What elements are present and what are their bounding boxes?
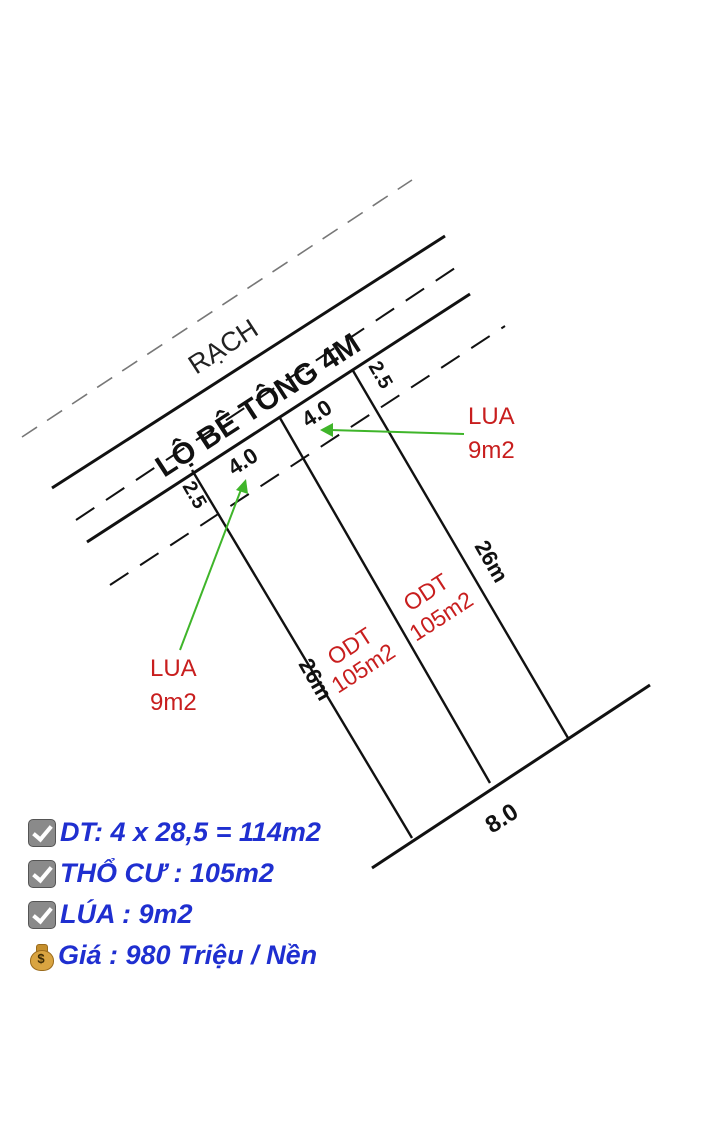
plot-left-boundary: [190, 469, 414, 839]
canal-label: RẠCH: [183, 313, 264, 380]
lua-left-area: 9m2: [150, 689, 197, 716]
road-center-dash-upper: [75, 267, 456, 521]
arrow-left-lua: [179, 479, 248, 651]
check-icon: [28, 818, 56, 847]
info-area-text: DT: 4 x 28,5 = 114m2: [60, 817, 321, 847]
lua-right-area: 9m2: [468, 437, 515, 464]
check-icon: [28, 859, 56, 888]
width-left-label: 4.0: [223, 443, 262, 481]
info-rice-text: LÚA : 9m2: [60, 899, 193, 929]
road-edge-line: [86, 292, 471, 544]
arrow-right-lua: [320, 423, 465, 437]
canal-edge-line: [21, 179, 413, 438]
plot-rear-boundary: [371, 683, 651, 870]
road-top-line: [51, 234, 446, 490]
info-row-area: DT: 4 x 28,5 = 114m2: [28, 812, 548, 853]
info-row-rice: LÚA : 9m2: [28, 894, 548, 935]
info-residential-text: THỔ CƯ : 105m2: [60, 858, 274, 888]
listing-info: DT: 4 x 28,5 = 114m2 THỔ CƯ : 105m2 LÚA …: [28, 812, 548, 976]
setback-right-label: 2.5: [364, 358, 397, 393]
info-price-text: Giá : 980 Triệu / Nền: [58, 940, 318, 970]
setback-left-label: 2.5: [178, 478, 211, 513]
plot-right-boundary: [350, 368, 570, 739]
setback-dash-line: [109, 325, 506, 586]
lua-right-type: LUA: [468, 403, 515, 430]
info-row-residential: THỔ CƯ : 105m2: [28, 853, 548, 894]
check-icon: [28, 900, 56, 929]
lua-left-type: LUA: [150, 655, 197, 682]
info-row-price: $ Giá : 980 Triệu / Nền: [28, 935, 548, 976]
plot-middle-boundary: [278, 417, 492, 784]
money-bag-icon: $: [28, 942, 54, 971]
